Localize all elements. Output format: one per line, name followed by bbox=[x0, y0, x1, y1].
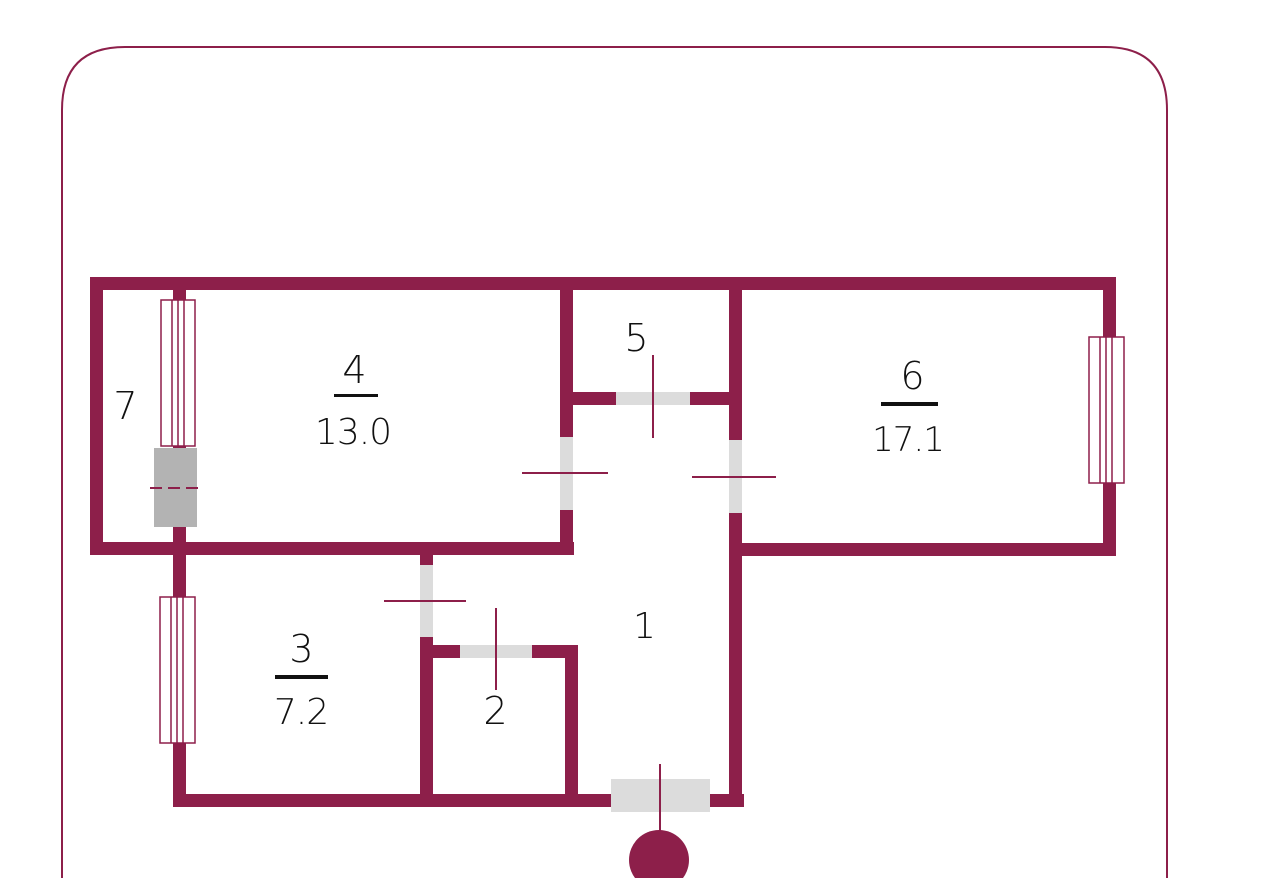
room-3-area: 7.2 bbox=[274, 692, 328, 733]
wall-2-right bbox=[565, 645, 578, 807]
windows bbox=[159, 299, 1125, 744]
wall-2-top-a bbox=[420, 645, 460, 658]
wall-4-hall-a bbox=[560, 277, 573, 437]
room-6-area: 17.1 bbox=[872, 420, 944, 460]
walls bbox=[90, 277, 1116, 807]
room-1-number: 1 bbox=[633, 606, 655, 647]
wall-5-bottom-a bbox=[560, 392, 616, 405]
room-4-area: 13.0 bbox=[315, 412, 391, 453]
wall-4-hall-b bbox=[560, 510, 573, 555]
window-3 bbox=[159, 596, 196, 744]
room-7-number: 7 bbox=[113, 384, 136, 428]
room-3-fraction-bar bbox=[275, 675, 328, 679]
room-4-fraction-bar bbox=[334, 394, 378, 397]
wall-left-7 bbox=[90, 277, 103, 553]
wall-3-hall-a bbox=[420, 542, 433, 565]
wall-6-hall-a bbox=[729, 277, 742, 440]
frame-border bbox=[61, 46, 1168, 878]
window-7-4 bbox=[160, 299, 196, 447]
room-6-fraction-bar bbox=[881, 402, 938, 406]
room-2-number: 2 bbox=[483, 689, 506, 733]
room-4-number: 4 bbox=[342, 348, 365, 392]
entrance-dot-icon bbox=[629, 830, 689, 878]
wall-bottom-4 bbox=[90, 542, 574, 555]
wall-bottom-6 bbox=[729, 543, 1116, 556]
room-3-number: 3 bbox=[289, 627, 312, 671]
window-6 bbox=[1088, 336, 1125, 484]
wall-top bbox=[90, 277, 1116, 290]
room-5-number: 5 bbox=[624, 316, 647, 360]
door-marks bbox=[150, 355, 776, 832]
wall-6-hall-b bbox=[729, 513, 742, 807]
wall-bottom bbox=[173, 794, 613, 807]
wall-3-hall-b bbox=[420, 637, 433, 807]
room-6-number: 6 bbox=[900, 354, 923, 398]
